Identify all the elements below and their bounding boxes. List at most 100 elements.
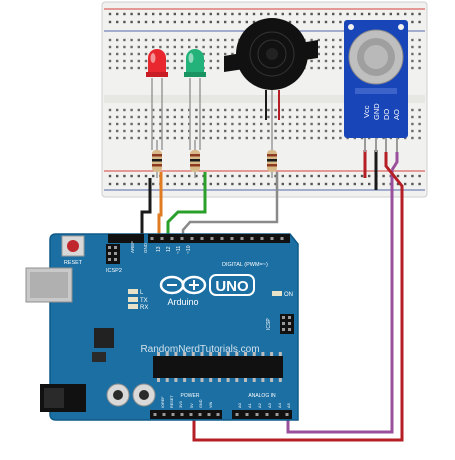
breadboard-hole (288, 122, 292, 126)
breadboard-hole (137, 174, 140, 178)
breadboard-hole (238, 12, 241, 16)
breadboard-hole (130, 182, 133, 186)
breadboard-hole (317, 52, 320, 56)
icsp-pin (282, 316, 285, 319)
breadboard-hole (209, 38, 212, 42)
breadboard-hole (339, 122, 342, 126)
watermark-text: RandomNerdTutorials.com (140, 344, 259, 355)
sensor-pin-vcc-label: Vcc (362, 105, 371, 118)
breadboard-hole (360, 174, 364, 178)
digital-header (148, 234, 290, 243)
breadboard-hole (195, 108, 198, 112)
pin13-label: 13 (156, 246, 162, 252)
usb-controller-chip (94, 328, 114, 348)
breadboard-hole (130, 59, 133, 63)
a0-pin-label: A0 (237, 402, 242, 408)
atmega-leg (270, 352, 274, 356)
breadboard-hole (267, 115, 270, 119)
breadboard-hole (116, 174, 119, 178)
breadboard-hole (188, 136, 191, 140)
breadboard-hole (245, 129, 248, 133)
breadboard-hole (209, 122, 212, 126)
breadboard-hole (238, 182, 241, 186)
breadboard-hole (260, 122, 263, 126)
breadboard-hole (188, 115, 191, 119)
breadboard-hole (418, 12, 421, 16)
breadboard-hole (382, 174, 385, 178)
gnd-pin-label: GND (143, 242, 148, 253)
breadboard-hole (159, 20, 162, 24)
breadboard-hole (108, 174, 112, 178)
digital-header-aux (108, 234, 144, 243)
breadboard-hole (130, 66, 133, 70)
breadboard-hole (137, 66, 140, 70)
breadboard-hole (296, 122, 299, 126)
analog-pin (235, 413, 239, 416)
breadboard-hole (130, 108, 133, 112)
power-pin (171, 413, 175, 416)
breadboard-hole (252, 20, 256, 24)
breadboard-hole (137, 59, 140, 63)
breadboard-hole (144, 122, 148, 126)
breadboard-hole (310, 59, 313, 63)
breadboard-hole (166, 12, 169, 16)
breadboard-hole (303, 182, 306, 186)
breadboard-hole (188, 38, 191, 42)
breadboard-hole (245, 182, 248, 186)
icsp-pin (288, 316, 291, 319)
breadboard-hole (339, 59, 342, 63)
breadboard-hole (123, 66, 126, 70)
breadboard-hole (339, 115, 342, 119)
breadboard-hole (252, 115, 256, 119)
breadboard-hole (123, 136, 126, 140)
breadboard-hole (108, 136, 112, 140)
breadboard-hole (411, 115, 414, 119)
breadboard-hole (152, 174, 155, 178)
breadboard-hole (324, 174, 328, 178)
breadboard-hole (418, 136, 421, 140)
breadboard-hole (396, 174, 400, 178)
breadboard-hole (231, 174, 234, 178)
v5-pin-label: 5V (190, 403, 194, 408)
digital-pin (180, 237, 184, 240)
led-green-rim (184, 72, 206, 77)
digital-pin (190, 237, 194, 240)
breadboard-hole (238, 20, 241, 24)
breadboard-hole (288, 136, 292, 140)
breadboard-hole (317, 59, 320, 63)
breadboard-hole (195, 182, 198, 186)
breadboard-hole (152, 20, 155, 24)
breadboard-hole (339, 45, 342, 49)
breadboard-hole (274, 12, 277, 16)
breadboard-hole (216, 182, 220, 186)
breadboard-hole (324, 129, 328, 133)
breadboard-hole (224, 174, 227, 178)
breadboard-hole (245, 136, 248, 140)
breadboard-hole (123, 52, 126, 56)
breadboard-hole (195, 122, 198, 126)
breadboard-hole (173, 20, 176, 24)
breadboard-hole (188, 20, 191, 24)
breadboard-hole (281, 136, 284, 140)
breadboard-hole (180, 52, 184, 56)
digital-pin (270, 237, 274, 240)
breadboard-hole (317, 122, 320, 126)
breadboard-hole (180, 38, 184, 42)
breadboard-hole (332, 129, 335, 133)
breadboard-hole (231, 182, 234, 186)
breadboard-hole (310, 66, 313, 70)
breadboard-hole (216, 122, 220, 126)
breadboard-hole (202, 136, 205, 140)
sensor-red-link (384, 152, 404, 195)
breadboard-hole (267, 122, 270, 126)
icsp-pin (288, 322, 291, 325)
breadboard-hole (180, 174, 184, 178)
atmega-leg (183, 378, 187, 382)
led-l-label: L (140, 290, 144, 296)
breadboard-hole (216, 45, 220, 49)
breadboard-hole (418, 66, 421, 70)
breadboard-hole (245, 12, 248, 16)
breadboard-hole (152, 115, 155, 119)
wire-pin12-green (166, 172, 207, 240)
breadboard-hole (209, 108, 212, 112)
